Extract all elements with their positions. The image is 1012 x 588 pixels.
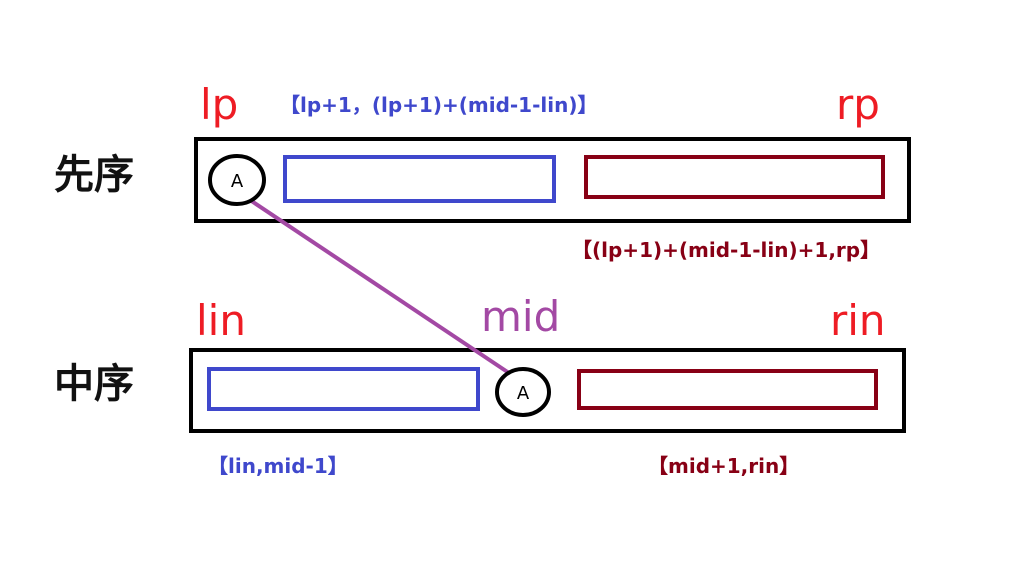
inorder-mid-pointer-label: mid — [481, 292, 561, 341]
preorder-right-pointer-label: rp — [836, 80, 880, 129]
inorder-right-range-label: 【mid+1,rin】 — [648, 454, 800, 478]
preorder-right-range-label: 【(lp+1)+(mid-1-lin)+1,rp】 — [572, 238, 881, 262]
inorder-left-range-label: 【lin,mid-1】 — [208, 454, 348, 478]
preorder-array-frame — [194, 137, 911, 223]
preorder-root-node — [208, 154, 266, 206]
preorder-left-subtree-box — [283, 155, 556, 203]
preorder-right-subtree-box — [584, 155, 885, 199]
preorder-root-node-label: A — [231, 171, 244, 192]
root-connector-line — [248, 198, 514, 377]
inorder-root-node-label: A — [517, 383, 530, 404]
preorder-left-pointer-label: lp — [200, 80, 239, 129]
inorder-left-pointer-label: lin — [196, 296, 246, 345]
inorder-left-subtree-box — [207, 367, 480, 411]
preorder-row-label: 先序 — [54, 152, 134, 198]
inorder-array-frame — [189, 348, 906, 433]
inorder-right-pointer-label: rin — [830, 296, 886, 345]
inorder-root-node — [495, 367, 551, 417]
inorder-right-subtree-box — [577, 369, 878, 410]
inorder-row-label: 中序 — [54, 361, 134, 407]
preorder-left-range-label: 【lp+1，(lp+1)+(mid-1-lin)】 — [280, 93, 598, 117]
